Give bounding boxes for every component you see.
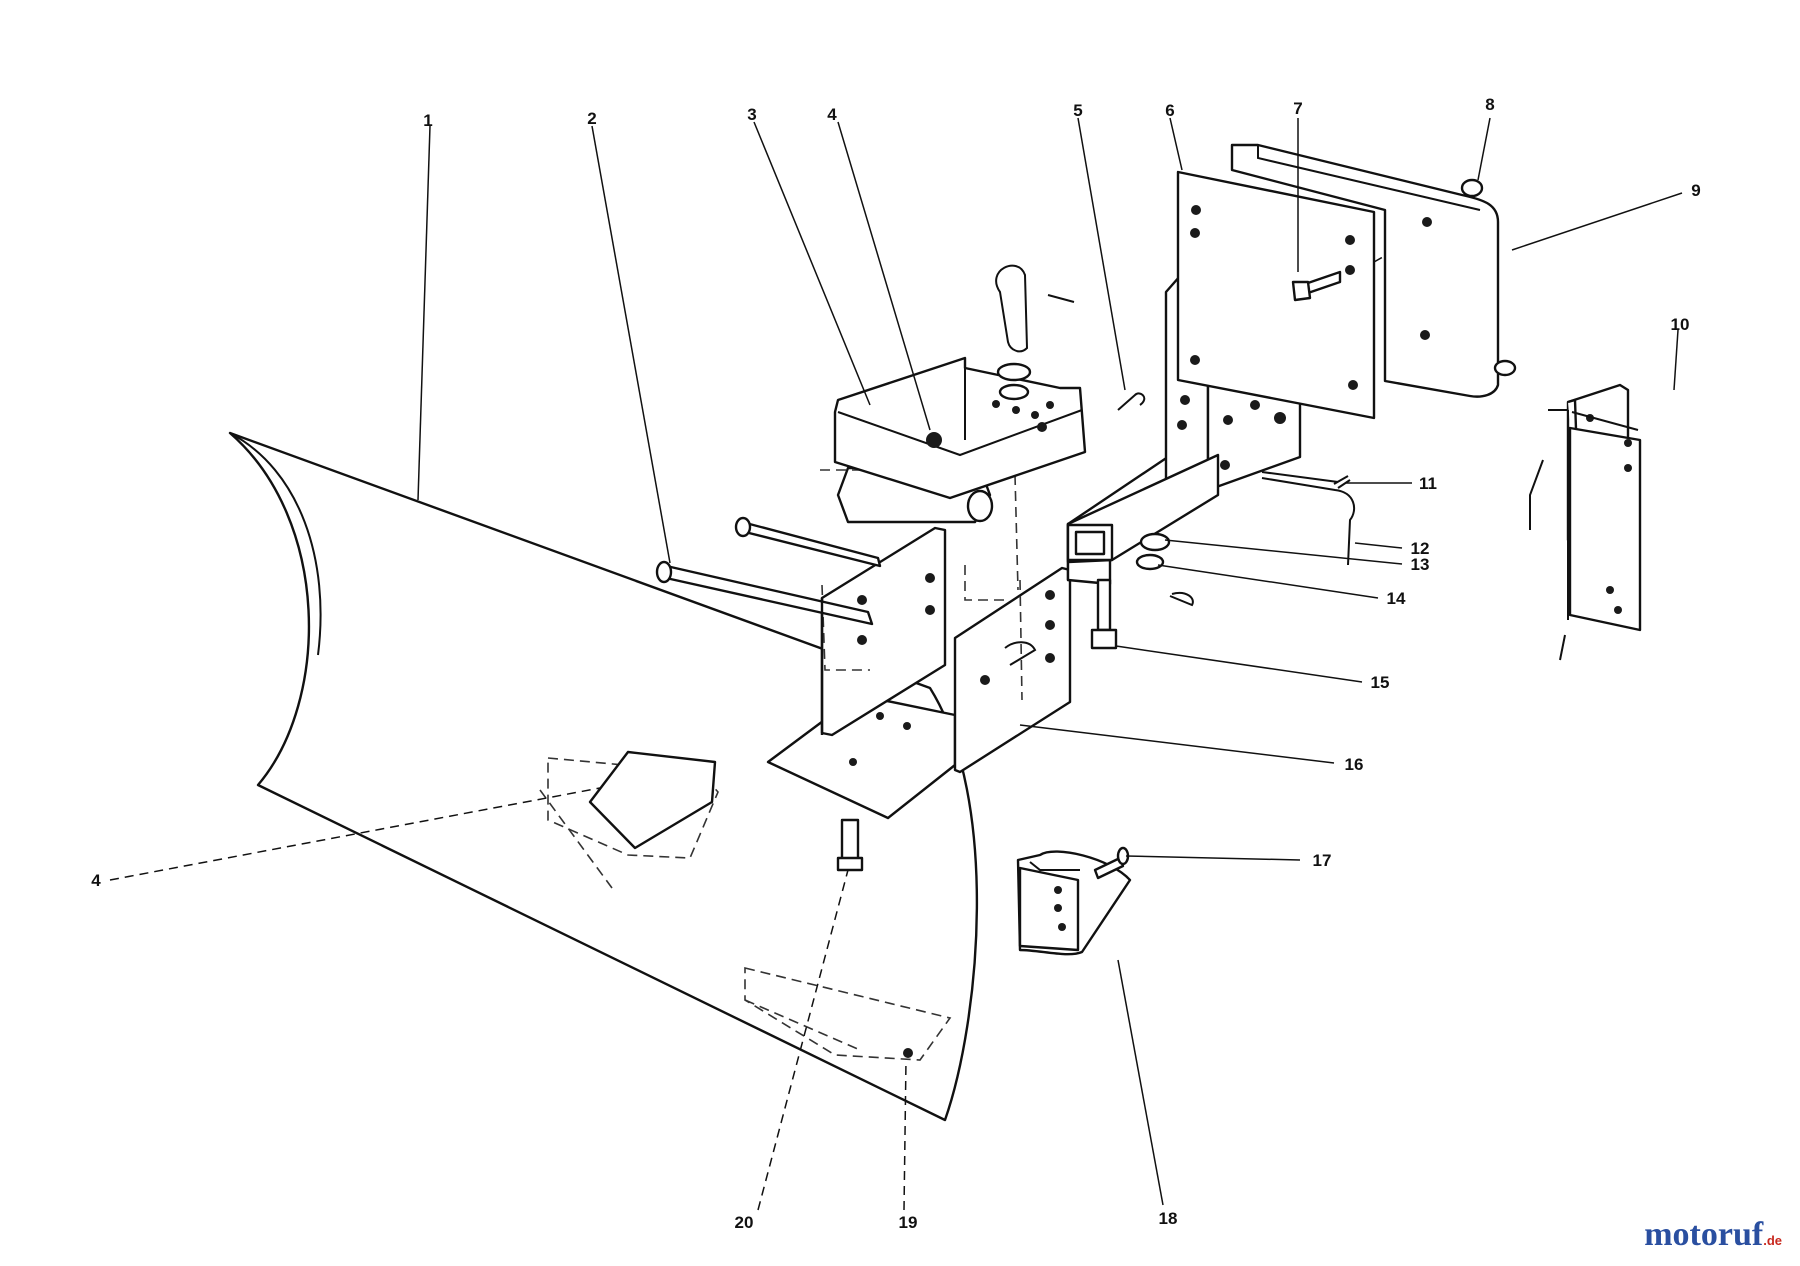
callout-19: 19 — [899, 1213, 918, 1232]
callout-13: 13 — [1411, 555, 1430, 574]
plate-part-6 — [1176, 170, 1376, 420]
callout-1: 1 — [423, 111, 432, 130]
callout-2: 2 — [587, 109, 596, 128]
watermark-suffix: .de — [1763, 1233, 1782, 1248]
callout-20: 20 — [735, 1213, 754, 1232]
callout-12: 12 — [1411, 539, 1430, 558]
watermark-logo: motoruf.de — [1644, 1216, 1782, 1254]
pivot-pin-part-2 — [655, 516, 882, 626]
square-tube — [1066, 453, 1220, 564]
skid-part-18 — [1016, 846, 1132, 956]
bolt-part-7 — [1291, 235, 1421, 302]
callout-17: 17 — [1313, 851, 1332, 870]
callout-4: 4 — [827, 105, 837, 124]
bracket-part-9 — [1230, 143, 1517, 398]
washers-part-13-14 — [1135, 532, 1194, 607]
leader-lines — [109, 117, 1683, 1211]
pivot-frame-part-16 — [820, 526, 1072, 774]
watermark-name: motoruf — [1644, 1216, 1764, 1253]
bolt-part-20 — [836, 818, 864, 872]
callout-4b: 4 — [91, 871, 101, 890]
callout-3: 3 — [747, 105, 756, 124]
callout-6: 6 — [1165, 101, 1174, 120]
callout-numbers: 1 2 3 4 5 6 7 8 9 10 11 12 13 14 15 16 1… — [91, 95, 1700, 1232]
bolt-part-15 — [1090, 578, 1118, 650]
callout-18: 18 — [1159, 1209, 1178, 1228]
callout-11: 11 — [1419, 474, 1437, 493]
hitch-pin-part-12 — [1261, 471, 1356, 566]
bracket-part-10 — [1529, 383, 1642, 661]
callout-15: 15 — [1371, 673, 1390, 692]
latch-pin — [995, 264, 1146, 411]
callout-10: 10 — [1671, 315, 1690, 334]
callout-5: 5 — [1073, 101, 1082, 120]
callout-7: 7 — [1293, 99, 1302, 118]
callout-8: 8 — [1485, 95, 1494, 114]
callout-14: 14 — [1387, 589, 1406, 608]
callout-9: 9 — [1691, 181, 1700, 200]
callout-16: 16 — [1345, 755, 1364, 774]
